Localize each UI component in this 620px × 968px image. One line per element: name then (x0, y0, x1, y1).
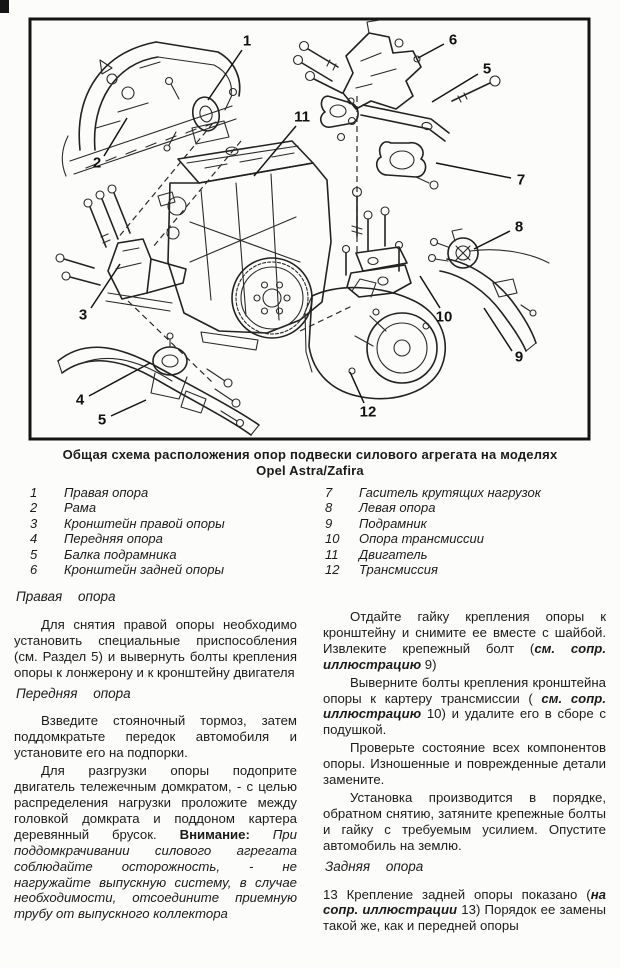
legend-label: Передняя опора (64, 531, 163, 547)
legend-label: Балка подрамника (64, 546, 177, 562)
legend-item: 9 Подрамник (311, 516, 606, 531)
callout-number: 7 (517, 172, 525, 189)
legend-item: 8 Левая опора (311, 500, 606, 515)
legend-item: 7 Гаситель крутящих нагрузок (311, 485, 606, 500)
legend-label: Кронштейн правой опоры (64, 515, 225, 531)
legend-item: 4 Передняя опора (16, 531, 311, 546)
legend-item: 10 Опора трансмиссии (311, 531, 606, 546)
legend-label: Левая опора (359, 500, 436, 516)
paragraph: Отдайте гайку крепления опоры к кронштей… (323, 609, 606, 672)
callout-leader (473, 230, 511, 250)
caption-line-2: Opel Astra/Zafira (256, 463, 364, 478)
legend-item: 1 Правая опора (16, 485, 311, 500)
scan-artifact (0, 0, 9, 13)
callout-number: 6 (449, 32, 457, 49)
callout-leader (207, 49, 243, 101)
paragraph: Установка производится в порядке, обратн… (323, 789, 606, 853)
callout-number: 2 (93, 155, 101, 172)
paragraph: Для разгрузки опоры подоприте двигатель … (14, 763, 297, 922)
callout-leader (110, 399, 147, 417)
paragraph: Выверните болты крепления кронштейна опо… (323, 674, 606, 738)
callout-number: 5 (98, 412, 106, 429)
legend-number: 2 (30, 500, 38, 516)
paragraph: Проверьте состояние всех компонентов опо… (323, 740, 606, 788)
callout-number: 12 (360, 404, 377, 421)
legend-item: 11 Двигатель (311, 547, 606, 562)
legend-number: 4 (30, 531, 38, 547)
legend-number: 7 (325, 485, 333, 500)
legend-number: 6 (30, 562, 38, 578)
legend-number: 8 (325, 500, 333, 516)
figure-caption: Общая схема расположения опор подвески с… (30, 447, 590, 479)
callout-number: 11 (294, 109, 310, 126)
paragraph: 13 Крепление задней опоры показано (на с… (323, 886, 606, 934)
legend-label: Рама (64, 500, 97, 516)
legend-number: 9 (325, 515, 333, 531)
callout-leader (431, 73, 479, 103)
callout-number: 4 (76, 392, 85, 409)
callout-leader (103, 117, 128, 157)
callout-leader (417, 43, 445, 59)
paragraph: Для снятия правой опоры необходимо устан… (14, 616, 297, 680)
figure-legend: 1 Правая опора 2 Рама 3 Кронштейн правой опор… (16, 485, 606, 577)
legend-item: 2 Рама (16, 500, 311, 515)
legend-label: Гаситель крутящих нагрузок (359, 485, 541, 500)
legend-label: Кронштейн задней опоры (64, 562, 225, 578)
legend-item: 5 Балка подрамника (16, 547, 311, 562)
legend-number: 11 (325, 546, 339, 562)
legend-item: 6 Кронштейн задней опоры (16, 562, 311, 577)
section-heading: Правая опора (16, 589, 116, 604)
legend-label: Трансмиссия (359, 562, 438, 578)
callout-leader (90, 263, 121, 309)
legend-label: Правая опора (64, 485, 149, 500)
legend-number: 12 (325, 562, 340, 578)
callout-leader (483, 307, 513, 352)
legend-item: 3 Кронштейн правой опоры (16, 516, 311, 531)
caption-line-1: Общая схема расположения опор подвески с… (62, 447, 558, 462)
legend-number: 5 (30, 546, 38, 562)
callout-leader (253, 125, 297, 177)
callout-leader (419, 275, 441, 309)
section-heading: Задняя опора (325, 858, 424, 874)
legend-number: 1 (30, 485, 38, 500)
callout-number: 9 (515, 349, 523, 366)
section-heading: Передняя опора (16, 685, 131, 701)
callout-number: 10 (436, 309, 453, 326)
text-column-right: Отдайте гайку крепления опоры к кронштей… (323, 584, 606, 936)
legend-number: 10 (325, 531, 340, 547)
paragraph: Взведите стояночный тормоз, затем поддом… (14, 713, 297, 761)
callout-leader (435, 162, 512, 179)
callout-leader (88, 362, 151, 397)
legend-number: 3 (30, 515, 38, 531)
callout-number: 8 (515, 219, 523, 236)
callout-number: 5 (483, 61, 491, 78)
legend-label: Опора трансмиссии (359, 531, 484, 547)
callout-number: 1 (243, 33, 251, 50)
legend-label: Подрамник (359, 515, 427, 531)
legend-label: Двигатель (359, 546, 428, 562)
callout-number: 3 (79, 307, 87, 324)
legend-item: 12 Трансмиссия (311, 562, 606, 577)
callout-leader (349, 371, 365, 404)
legend-column-left: 1 Правая опора 2 Рама 3 Кронштейн правой опор… (16, 485, 311, 577)
